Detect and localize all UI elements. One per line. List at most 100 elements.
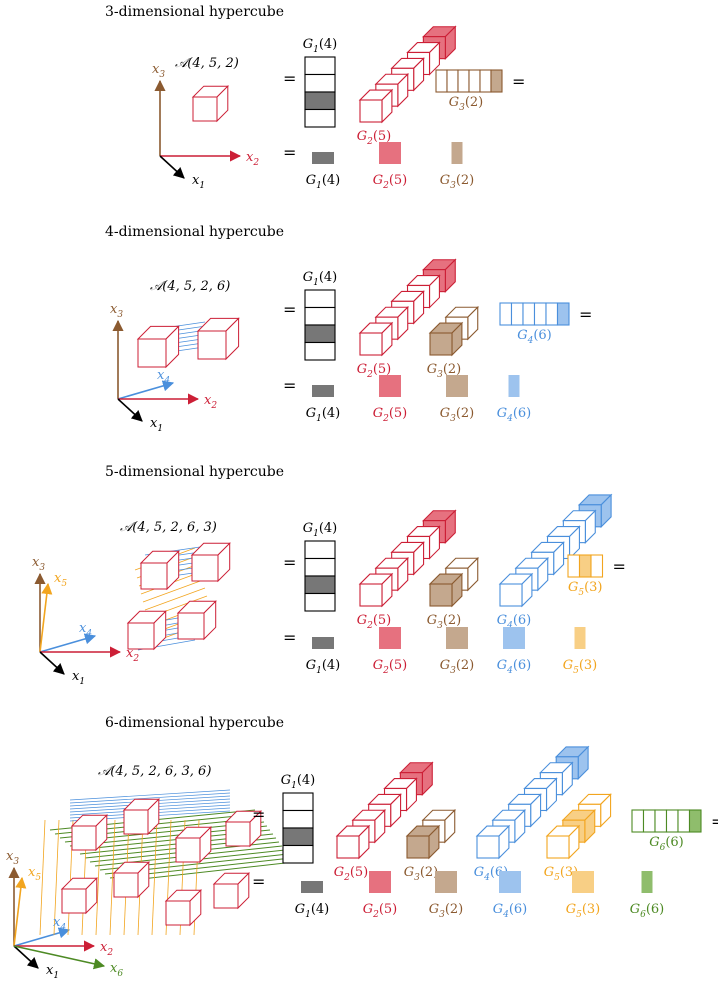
axis-label-x4: x4 (79, 621, 92, 639)
slice-g2 (379, 142, 401, 164)
axis-label-x6: x6 (110, 961, 123, 979)
axis-x1 (117, 398, 143, 422)
slice-label-g2: G2(5) (373, 406, 408, 424)
slice-label-g4: G4(6) (493, 902, 528, 920)
equals-sign-trailing: = (613, 557, 626, 576)
slice-g4 (503, 627, 525, 649)
hypercube-sketch (39, 789, 295, 936)
core-label-g3: G3(2) (449, 95, 484, 113)
section-title: 3-dimensional hypercube (105, 4, 284, 20)
slice-label-g4: G4(6) (497, 406, 532, 424)
cores: G1(4)G2(5)G3(2)G4(6) (303, 258, 570, 380)
axis-label-x5: x5 (54, 571, 67, 589)
axis-label-x1: x1 (46, 963, 59, 981)
tensor-label: 𝒜(4, 5, 2) (175, 56, 239, 71)
tensor-label: 𝒜(4, 5, 2, 6, 3) (120, 520, 217, 535)
equals-sign-trailing: = (512, 72, 525, 91)
slice-label-g4: G4(6) (497, 658, 532, 676)
hypercube-sketch (126, 542, 231, 651)
slice-g2 (379, 627, 401, 649)
equals-sign-trailing: = (711, 812, 718, 831)
slice-g3 (435, 871, 457, 893)
equals-sign: = (283, 300, 296, 319)
axes (112, 319, 200, 422)
axis-label-x4: x4 (53, 915, 66, 933)
slice-g3 (446, 375, 468, 397)
axis-x6 (13, 945, 106, 970)
axis-label-x2: x2 (246, 150, 259, 168)
slice-label-g1: G1(4) (306, 406, 341, 424)
core-label-g2: G2(5) (334, 865, 369, 883)
slice-g5 (572, 871, 594, 893)
axis-label-x2: x2 (100, 940, 113, 958)
equals-sign-trailing: = (579, 305, 592, 324)
axes (8, 866, 106, 970)
slice-label-g2: G2(5) (373, 173, 408, 191)
core-label-g2: G2(5) (357, 613, 392, 631)
slice-g3 (451, 142, 463, 164)
equals-sign: = (283, 69, 296, 88)
slice-g3 (446, 627, 468, 649)
slice-label-g5: G5(3) (566, 902, 601, 920)
core-label-g2: G2(5) (357, 129, 392, 147)
slices: G1(4)G2(5)G3(2) (306, 142, 474, 191)
core-label-g4: G4(6) (497, 613, 532, 631)
section-title: 5-dimensional hypercube (105, 464, 284, 480)
axis-x1 (39, 651, 65, 675)
slice-label-g2: G2(5) (373, 658, 408, 676)
axis-label-x3: x3 (110, 302, 123, 320)
hypercube-sketch (191, 84, 230, 123)
core-label-g1: G1(4) (281, 773, 316, 791)
axis-label-x4: x4 (157, 368, 170, 386)
slice-g1 (301, 881, 323, 893)
slice-label-g1: G1(4) (306, 173, 341, 191)
core-label-g1: G1(4) (303, 521, 338, 539)
core-label-g5: G5(3) (568, 580, 603, 598)
core-label-g3: G3(2) (404, 865, 439, 883)
slice-label-g2: G2(5) (363, 902, 398, 920)
slice-label-g6: G6(6) (630, 902, 665, 920)
slice-g5 (574, 627, 586, 649)
axis-x4 (117, 380, 175, 400)
axis-label-x1: x1 (192, 173, 205, 191)
slice-label-g3: G3(2) (429, 902, 464, 920)
slice-g6 (641, 871, 653, 893)
slices: G1(4) G2(5) G3(2) G4(6) G5(3) G6(6) (295, 871, 665, 920)
hypercube-sketch (136, 317, 240, 369)
slice-label-g5: G5(3) (563, 658, 598, 676)
axis-label-x5: x5 (28, 865, 41, 883)
slice-g4 (508, 375, 520, 397)
axis-label-x2: x2 (204, 393, 217, 411)
axis-label-x1: x1 (150, 416, 163, 434)
equals-sign-slices: = (283, 628, 296, 647)
axis-x1 (13, 945, 39, 969)
slices: G1(4) G2(5) G3(2) G4(6) (306, 375, 532, 424)
equals-sign-slices: = (283, 376, 296, 395)
axis-label-x3: x3 (152, 62, 165, 80)
tensor-label: 𝒜(4, 5, 2, 6) (150, 279, 230, 294)
axis-x1 (159, 155, 185, 179)
axis-x4 (13, 927, 71, 947)
slice-g1 (312, 152, 334, 164)
axes (34, 572, 122, 675)
slices: G1(4)G2(5)G3(2)G4(6)G5(3) (306, 627, 598, 676)
slice-label-g3: G3(2) (440, 406, 475, 424)
tensor-label: 𝒜(4, 5, 2, 6, 3, 6) (98, 764, 211, 779)
axis-label-x3: x3 (6, 849, 19, 867)
slice-label-g1: G1(4) (295, 902, 330, 920)
axis-x5 (13, 876, 27, 947)
core-label-g3: G3(2) (427, 362, 462, 380)
equals-sign-slices: = (283, 143, 296, 162)
axis-x5 (39, 582, 53, 653)
axes (154, 79, 242, 179)
core-label-g6: G6(6) (649, 835, 684, 853)
slice-g1 (312, 385, 334, 397)
slice-g4 (499, 871, 521, 893)
section-title: 6-dimensional hypercube (105, 715, 284, 731)
cores: G1(4)G2(5)G3(2)G4(6)G5(3) (303, 493, 613, 631)
axis-x4 (39, 633, 97, 653)
